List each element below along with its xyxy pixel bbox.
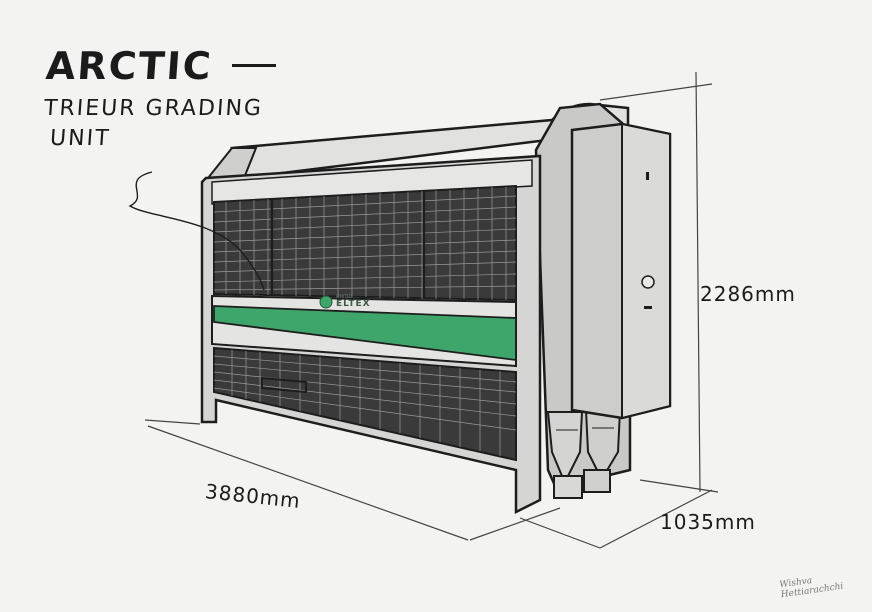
product-subtitle-line1: TRIEUR GRADING	[43, 96, 264, 121]
upper-mesh-grid	[213, 187, 517, 300]
cabinet-slot	[644, 306, 652, 309]
height-dimension-label: 2286mm	[700, 282, 796, 306]
product-title: ARCTIC	[44, 44, 215, 88]
green-stripe	[213, 305, 517, 362]
cyclones	[546, 409, 622, 499]
brand-small-text: LIMITED	[336, 294, 353, 299]
lower-mesh-handle	[261, 376, 307, 394]
brand-logo-icon	[319, 295, 333, 309]
upper-mesh	[213, 184, 517, 302]
leader-line	[128, 171, 265, 291]
title-dash	[232, 64, 276, 67]
brand-name: ELTEX	[336, 299, 371, 309]
depth-dimension-label: 1035mm	[660, 510, 756, 534]
dimension-lines	[144, 71, 719, 549]
product-subtitle-line2: UNIT	[49, 126, 112, 151]
lower-mesh	[213, 346, 517, 462]
cabinet-lock	[646, 172, 649, 180]
cabinet-button	[641, 275, 655, 289]
